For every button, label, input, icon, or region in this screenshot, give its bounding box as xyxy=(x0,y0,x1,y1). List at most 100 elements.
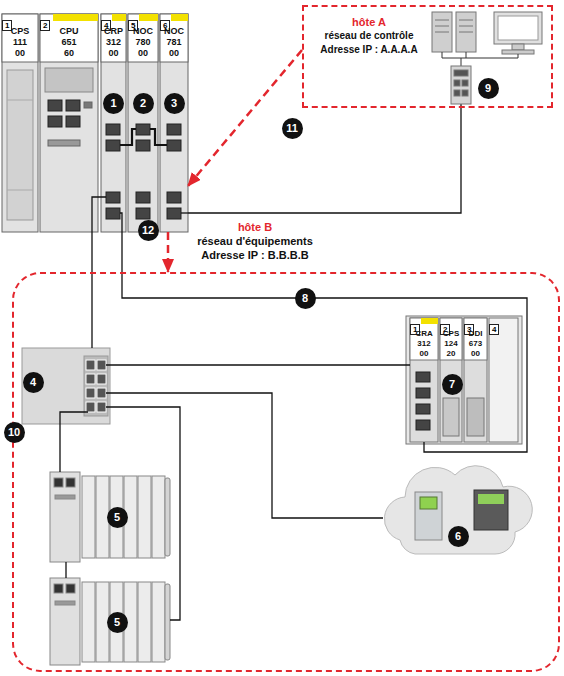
remote-rack-part xyxy=(443,398,459,436)
module-reference: CRP 312 00 xyxy=(104,26,123,59)
jumper-cable-part xyxy=(150,129,167,145)
device-cloud-part xyxy=(474,490,508,530)
main-rack-part xyxy=(53,14,98,21)
link-arrow xyxy=(167,232,170,272)
host-info: réseau d'équipements xyxy=(185,234,325,248)
main-rack xyxy=(2,14,188,232)
rack-module: 6NOC 781 00 xyxy=(160,14,188,232)
remote-rack-part xyxy=(464,318,487,442)
control-network-zone: hôte Aréseau de contrôleAdresse IP : A.A… xyxy=(302,5,553,108)
module-reference: CPS 111 00 xyxy=(11,26,30,59)
device-cloud-part xyxy=(478,494,504,504)
main-rack-part xyxy=(101,14,126,62)
main-rack-part xyxy=(136,208,150,219)
main-rack-part xyxy=(7,190,33,191)
module-reference: CPS 124 20 xyxy=(443,329,459,359)
host-a-equipment-part xyxy=(454,90,460,96)
main-rack-part xyxy=(167,208,181,219)
callout-circle: 11 xyxy=(282,118,303,139)
main-rack-part xyxy=(48,116,62,127)
rack-module: 1CPS 111 00 xyxy=(2,14,38,232)
callout-number: 7 xyxy=(449,378,455,390)
remote-rack-part xyxy=(416,420,430,430)
remote-rack-part xyxy=(421,318,438,324)
main-rack-part xyxy=(167,124,181,135)
module-reference: NOC 780 00 xyxy=(133,26,153,59)
host-a-equipment-part xyxy=(459,32,473,33)
callout-number: 9 xyxy=(485,82,491,94)
main-rack-part xyxy=(128,14,158,62)
main-rack-part xyxy=(48,100,62,111)
main-rack-part xyxy=(66,100,80,111)
slot-number: 4 xyxy=(489,324,499,335)
host-a-equipment-part xyxy=(454,80,460,86)
main-rack-part xyxy=(7,70,33,220)
callout-circle: 5 xyxy=(107,612,128,633)
main-rack-part xyxy=(106,192,120,203)
cable-stub-part xyxy=(120,213,122,232)
module-label-box: NOC 780 00 xyxy=(128,26,158,60)
remote-rack-part xyxy=(406,316,522,444)
rack-module: 4CRP 312 00 xyxy=(101,14,126,232)
host-a-equipment-part xyxy=(451,66,471,104)
host-a-equipment-part xyxy=(459,26,473,27)
module-label-box: NOC 781 00 xyxy=(160,26,188,60)
main-rack-part xyxy=(139,14,158,21)
io-rack-part xyxy=(66,478,75,487)
callout-number: 3 xyxy=(171,97,177,109)
remote-rack xyxy=(406,316,522,444)
main-rack-part xyxy=(106,208,120,219)
cable-stub xyxy=(120,104,461,232)
main-rack-part xyxy=(106,140,120,151)
io-rack-part xyxy=(82,582,95,662)
host-a-equipment-part xyxy=(498,16,538,40)
remote-rack-part xyxy=(440,318,462,442)
network-cable-part xyxy=(106,407,180,620)
network-cable xyxy=(60,197,410,620)
rack-module: 2CPU 651 60 xyxy=(40,14,98,232)
main-rack-part xyxy=(160,14,188,232)
callout-circle: 5 xyxy=(107,507,128,528)
switch-4-part xyxy=(86,360,95,370)
main-rack-part xyxy=(136,140,150,151)
io-rack-part xyxy=(54,584,63,593)
io-rack-part xyxy=(55,495,75,499)
slot-number: 2 xyxy=(40,20,50,31)
slot-number-box: 2 xyxy=(40,14,50,32)
remote-rack-part xyxy=(416,404,430,414)
main-rack-part xyxy=(40,14,98,232)
callout-number: 5 xyxy=(114,511,120,523)
io-rack-part xyxy=(54,478,63,487)
switch-4-part xyxy=(86,388,95,398)
slot-number-box: 4 xyxy=(489,318,499,336)
io-rack-part xyxy=(165,478,170,556)
callout-circle: 7 xyxy=(442,374,463,395)
main-rack-part xyxy=(112,14,126,21)
main-rack-part xyxy=(66,116,80,127)
callout-number: 12 xyxy=(142,224,154,236)
io-rack-part xyxy=(55,601,75,605)
callout-number: 5 xyxy=(114,616,120,628)
io-rack-part xyxy=(152,476,165,558)
callout-number: 2 xyxy=(140,97,146,109)
callout-number: 8 xyxy=(302,292,308,304)
host-a-equipment xyxy=(432,12,542,104)
network-cable xyxy=(122,232,527,452)
rack-module: 3DDI 673 00 xyxy=(464,318,487,442)
callout-circle: 3 xyxy=(164,93,185,114)
io-rack-part xyxy=(50,578,80,665)
host-a-equipment-part xyxy=(456,12,476,52)
host-a-equipment-part xyxy=(459,20,473,21)
switch-4-part xyxy=(84,356,108,416)
host-a-equipment-part xyxy=(435,20,449,21)
main-rack-part xyxy=(45,68,93,92)
network-cable-part xyxy=(65,562,66,578)
host-a-equipment-part xyxy=(442,52,518,66)
host-a-equipment-part xyxy=(462,90,468,96)
switch-4-part xyxy=(97,388,106,398)
host-a-equipment-part xyxy=(462,80,468,86)
module-reference: NOC 781 00 xyxy=(164,26,184,59)
module-label-box: CPU 651 60 xyxy=(40,26,98,60)
remote-rack-part xyxy=(416,388,430,398)
remote-rack-part xyxy=(416,372,430,382)
